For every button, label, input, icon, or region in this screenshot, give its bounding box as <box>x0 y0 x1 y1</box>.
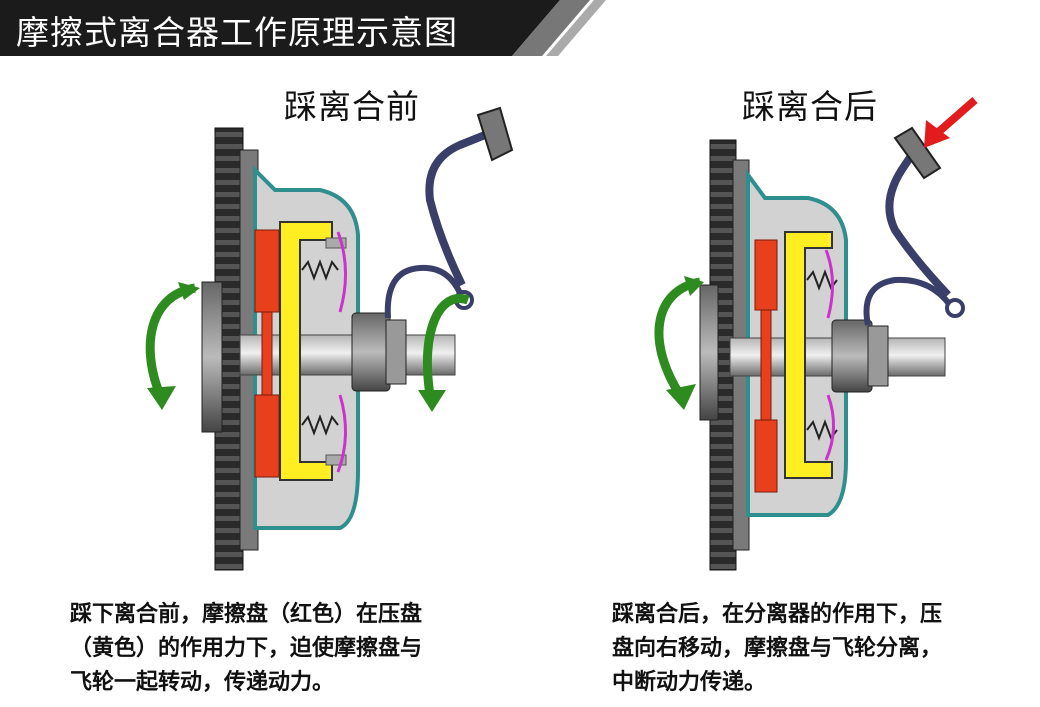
title-banner-shape <box>0 0 606 56</box>
friction-disc-bottom-2 <box>754 419 778 493</box>
clutch-disengaged-drawing <box>654 96 978 571</box>
caption-before: 踩下离合前，摩擦盘（红色）在压盘 （黄色）的作用力下，迫使摩擦盘与 飞轮一起转动… <box>70 598 422 700</box>
friction-disc-top-2 <box>754 239 778 311</box>
title-banner: 摩擦式离合器工作原理示意图 <box>0 0 1040 56</box>
caption-before-line: 踩下离合前，摩擦盘（红色）在压盘 <box>70 602 423 627</box>
caption-after-line: 踩离合后，在分离器的作用下，压 <box>612 602 943 627</box>
release-bearing <box>351 312 391 392</box>
caption-after-line: 盘向右移动，摩擦盘与飞轮分离， <box>612 636 943 661</box>
input-shaft <box>239 334 456 376</box>
release-fork-2 <box>863 276 953 326</box>
caption-after-line: 中断动力传递。 <box>612 670 767 695</box>
pressure-plate <box>279 221 333 481</box>
friction-disc-top <box>254 229 280 313</box>
friction-disc-bottom <box>254 394 280 478</box>
press-arrow <box>932 96 978 139</box>
panel-title-before: 踩离合前 <box>284 87 420 126</box>
page-title: 摩擦式离合器工作原理示意图 <box>16 13 458 52</box>
clutch-pedal-pad-2 <box>893 126 942 180</box>
rotation-arrow-shaft <box>422 294 470 396</box>
diaphragm-top <box>336 231 347 313</box>
pressure-plate-2 <box>784 231 833 479</box>
caption-after: 踩离合后，在分离器的作用下，压 盘向右移动，摩擦盘与飞轮分离， 中断动力传递。 <box>612 598 942 700</box>
clutch-engaged-drawing <box>145 106 514 571</box>
clutch-pedal-arm <box>425 129 492 287</box>
caption-before-line: 飞轮一起转动，传递动力。 <box>70 670 335 695</box>
spring-top <box>301 259 339 281</box>
release-bearing-2 <box>831 319 873 393</box>
release-fork <box>384 264 465 319</box>
rotation-arrow-flywheel <box>145 283 196 397</box>
spring-bottom <box>301 414 339 436</box>
diaphragm-bottom <box>336 394 348 473</box>
clutch-pedal-arm-2 <box>885 147 951 298</box>
clutch-pedal-pad <box>476 106 514 162</box>
panel-title-after: 踩离合后 <box>742 87 878 126</box>
caption-before-line: （黄色）的作用力下，迫使摩擦盘与 <box>70 636 423 661</box>
flywheel-hub-2 <box>699 284 719 421</box>
flywheel-hub <box>201 281 223 433</box>
rotation-arrow-flywheel-2 <box>654 277 702 398</box>
